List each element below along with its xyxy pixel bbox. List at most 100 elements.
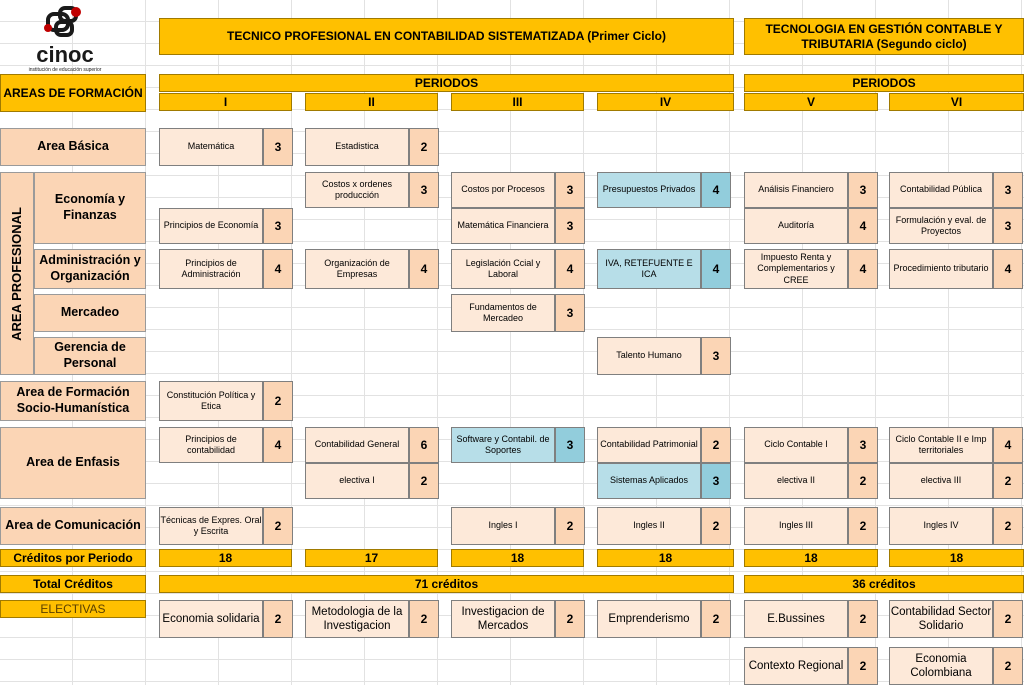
subject-cell: Sistemas Aplicados xyxy=(597,463,701,499)
total-creditos-label: Total Créditos xyxy=(0,575,146,593)
creditos-periodo-5: 18 xyxy=(744,549,878,567)
subject-cell: Matemática xyxy=(159,128,263,166)
period-label-1: I xyxy=(159,93,292,111)
credits-cell: 4 xyxy=(701,249,731,289)
subject-cell: Software y Contabil. de Soportes xyxy=(451,427,555,463)
subject-cell: Estadistica xyxy=(305,128,409,166)
credits-cell: 2 xyxy=(409,463,439,499)
period-label-4: IV xyxy=(597,93,734,111)
elective-cell: Contexto Regional xyxy=(744,647,848,685)
credits-cell: 3 xyxy=(701,463,731,499)
subject-cell: Ciclo Contable II e Imp territoriales xyxy=(889,427,993,463)
elective-cell: Contabilidad Sector Solidario xyxy=(889,600,993,638)
credits-cell: 3 xyxy=(993,208,1023,244)
subject-cell: electiva III xyxy=(889,463,993,499)
subject-cell: Constitución Política y Etica xyxy=(159,381,263,421)
total-creditos-second-cycle: 36 créditos xyxy=(744,575,1024,593)
areas-header: AREAS DE FORMACIÓN xyxy=(0,74,146,112)
credits-cell: 2 xyxy=(701,427,731,463)
subject-cell: Legislación Ccial y Laboral xyxy=(451,249,555,289)
periodos-header-2: PERIODOS xyxy=(744,74,1024,92)
electivas-label: ELECTIVAS xyxy=(0,600,146,618)
credits-cell: 2 xyxy=(263,381,293,421)
subject-cell: Principios de Economía xyxy=(159,208,263,244)
creditos-periodo-label: Créditos por Periodo xyxy=(0,549,146,567)
area-socio: Area de Formación Socio-Humanística xyxy=(0,381,146,421)
credits-cell: 4 xyxy=(555,249,585,289)
subject-cell: Ingles IV xyxy=(889,507,993,545)
credits-cell: 3 xyxy=(409,172,439,208)
subject-cell: Procedimiento tributario xyxy=(889,249,993,289)
elective-cell: Emprenderismo xyxy=(597,600,701,638)
credits-cell: 2 xyxy=(848,463,878,499)
cinoc-logo: cinoc institución de educación superior xyxy=(29,6,102,73)
subject-cell: Principios de contabilidad xyxy=(159,427,263,463)
subject-cell: Costos por Procesos xyxy=(451,172,555,208)
credits-cell: 2 xyxy=(701,507,731,545)
credits-cell: 2 xyxy=(993,463,1023,499)
credits-cell: 4 xyxy=(263,427,293,463)
period-label-6: VI xyxy=(889,93,1024,111)
credits-cell: 2 xyxy=(409,128,439,166)
credits-cell: 3 xyxy=(701,337,731,375)
credits-cell: 3 xyxy=(555,294,585,332)
period-label-2: II xyxy=(305,93,438,111)
subject-cell: Contabilidad Patrimonial xyxy=(597,427,701,463)
credits-cell: 2 xyxy=(848,507,878,545)
subject-cell: Presupuestos Privados xyxy=(597,172,701,208)
credits-cell: 4 xyxy=(263,249,293,289)
subject-cell: Análisis Financiero xyxy=(744,172,848,208)
elective-cell: Metodologia de la Investigacion xyxy=(305,600,409,638)
credits-cell: 2 xyxy=(701,600,731,638)
subject-cell: Contabilidad General xyxy=(305,427,409,463)
subject-cell: Ingles II xyxy=(597,507,701,545)
credits-cell: 4 xyxy=(409,249,439,289)
credits-cell: 3 xyxy=(263,128,293,166)
area-mercadeo: Mercadeo xyxy=(34,294,146,332)
credits-cell: 2 xyxy=(848,647,878,685)
subject-cell: Ingles III xyxy=(744,507,848,545)
creditos-periodo-4: 18 xyxy=(597,549,734,567)
subject-cell: Técnicas de Expres. Oral y Escrita xyxy=(159,507,263,545)
credits-cell: 3 xyxy=(555,172,585,208)
credits-cell: 2 xyxy=(848,600,878,638)
area-economia: Economía y Finanzas xyxy=(34,172,146,244)
subject-cell: Formulación y eval. de Proyectos xyxy=(889,208,993,244)
area-enfasis: Area de Enfasis xyxy=(0,427,146,499)
periodos-header-1: PERIODOS xyxy=(159,74,734,92)
area-basica: Area Básica xyxy=(0,128,146,166)
credits-cell: 4 xyxy=(993,249,1023,289)
subject-cell: Costos x ordenes producción xyxy=(305,172,409,208)
creditos-periodo-1: 18 xyxy=(159,549,292,567)
subject-cell: Matemática Financiera xyxy=(451,208,555,244)
credits-cell: 4 xyxy=(701,172,731,208)
period-label-5: V xyxy=(744,93,878,111)
elective-cell: Economia Colombiana xyxy=(889,647,993,685)
creditos-periodo-6: 18 xyxy=(889,549,1024,567)
credits-cell: 2 xyxy=(993,647,1023,685)
credits-cell: 2 xyxy=(555,600,585,638)
total-creditos-first-cycle: 71 créditos xyxy=(159,575,734,593)
subject-cell: Talento Humano xyxy=(597,337,701,375)
second-cycle-title: TECNOLOGIA EN GESTIÓN CONTABLE Y TRIBUTA… xyxy=(744,18,1024,55)
credits-cell: 2 xyxy=(263,507,293,545)
elective-cell: Investigacion de Mercados xyxy=(451,600,555,638)
subject-cell: Organización de Empresas xyxy=(305,249,409,289)
subject-cell: Contabilidad Pública xyxy=(889,172,993,208)
period-label-3: III xyxy=(451,93,584,111)
credits-cell: 6 xyxy=(409,427,439,463)
subject-cell: Ciclo Contable I xyxy=(744,427,848,463)
credits-cell: 2 xyxy=(263,600,293,638)
credits-cell: 2 xyxy=(409,600,439,638)
credits-cell: 3 xyxy=(555,208,585,244)
area-profesional: AREA PROFESIONAL xyxy=(0,172,34,375)
credits-cell: 2 xyxy=(555,507,585,545)
credits-cell: 4 xyxy=(848,249,878,289)
creditos-periodo-3: 18 xyxy=(451,549,584,567)
area-administracion: Administración y Organización xyxy=(34,249,146,289)
subject-cell: electiva II xyxy=(744,463,848,499)
subject-cell: Impuesto Renta y Complementarios y CREE xyxy=(744,249,848,289)
credits-cell: 3 xyxy=(848,172,878,208)
first-cycle-title: TECNICO PROFESIONAL EN CONTABILIDAD SIST… xyxy=(159,18,734,55)
subject-cell: electiva I xyxy=(305,463,409,499)
